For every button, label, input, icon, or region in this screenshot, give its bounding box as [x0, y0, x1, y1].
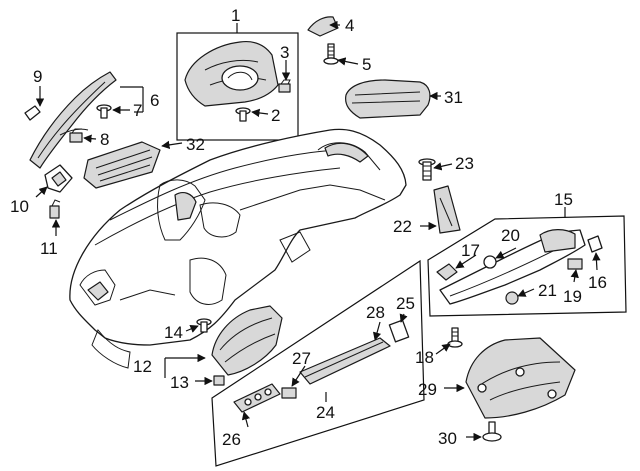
callout-30: 30: [438, 429, 457, 448]
part-3-clip[interactable]: [278, 79, 291, 93]
part-9-trim-strip[interactable]: [24, 105, 41, 121]
part-26-switch-panel[interactable]: [233, 383, 281, 413]
callout-23: 23: [455, 154, 474, 173]
part-22-bracket[interactable]: [433, 185, 461, 234]
part-20-grommet[interactable]: [483, 255, 497, 269]
callout-20: 20: [501, 226, 520, 245]
part-8-clip[interactable]: [69, 128, 83, 143]
part-29-lower-cover[interactable]: [465, 337, 576, 419]
callout-29: 29: [418, 380, 437, 399]
callout-19: 19: [563, 287, 582, 306]
part-12-cluster-housing[interactable]: [211, 305, 283, 376]
callout-25: 25: [396, 294, 415, 313]
part-2-screw[interactable]: [235, 107, 251, 122]
callout-17: 17: [461, 241, 480, 260]
callout-22: 22: [393, 217, 412, 236]
part-11-fastener[interactable]: [49, 199, 61, 219]
part-16-bracket-clip[interactable]: [587, 235, 603, 253]
dashboard-panel[interactable]: [69, 128, 407, 369]
part-18-bolt[interactable]: [447, 327, 463, 348]
part-30-pin[interactable]: [482, 421, 502, 442]
callout-3: 3: [280, 43, 289, 62]
callout-10: 10: [10, 197, 29, 216]
callout-11: 11: [40, 239, 58, 258]
part-7-screw[interactable]: [96, 104, 112, 119]
callout-16: 16: [588, 273, 607, 292]
part-13-clip[interactable]: [213, 375, 225, 386]
group-frame-right-bracket: [427, 215, 627, 317]
callout-1: 1: [231, 6, 240, 25]
group-frame-glove-box: [211, 259, 425, 467]
part-6-a-pillar-trim[interactable]: [29, 71, 117, 169]
callout-21: 21: [538, 281, 557, 300]
callout-12: 12: [133, 357, 152, 376]
part-32-defrost-vent[interactable]: [83, 141, 161, 189]
callout-26: 26: [222, 430, 241, 449]
part-5-bolt[interactable]: [323, 43, 339, 65]
part-27-latch[interactable]: [281, 387, 297, 399]
part-4-cap[interactable]: [307, 16, 339, 37]
callout-18: 18: [415, 348, 434, 367]
part-21-nut[interactable]: [505, 291, 519, 305]
part-23-bolt[interactable]: [418, 158, 436, 181]
callout-9: 9: [33, 67, 42, 86]
callout-5: 5: [362, 55, 371, 74]
callout-6: 6: [150, 91, 159, 110]
callout-7: 7: [133, 101, 142, 120]
callout-24: 24: [316, 403, 335, 422]
part-17-clip[interactable]: [436, 263, 458, 281]
callout-31: 31: [444, 88, 463, 107]
callout-labels: 1 2 3 4 5 6 7 8 9 10 11 12 13 14 15 16 1…: [10, 6, 607, 449]
part-1-upper-cover[interactable]: [184, 40, 279, 107]
callout-28: 28: [366, 303, 385, 322]
part-14-screw[interactable]: [196, 318, 212, 333]
callout-8: 8: [100, 130, 109, 149]
part-25-bumper[interactable]: [388, 319, 410, 343]
callout-27: 27: [292, 349, 311, 368]
part-28-glove-box-door[interactable]: [299, 337, 391, 385]
leader-lines: [35, 20, 601, 442]
callout-32: 32: [186, 135, 205, 154]
callout-13: 13: [170, 373, 189, 392]
part-15-knee-bracket[interactable]: [439, 229, 586, 305]
part-19-clip[interactable]: [567, 258, 583, 270]
callout-15: 15: [554, 190, 573, 209]
callout-4: 4: [345, 16, 354, 35]
callout-14: 14: [164, 323, 183, 342]
callout-2: 2: [271, 106, 280, 125]
part-31-airbag-module[interactable]: [345, 79, 431, 119]
